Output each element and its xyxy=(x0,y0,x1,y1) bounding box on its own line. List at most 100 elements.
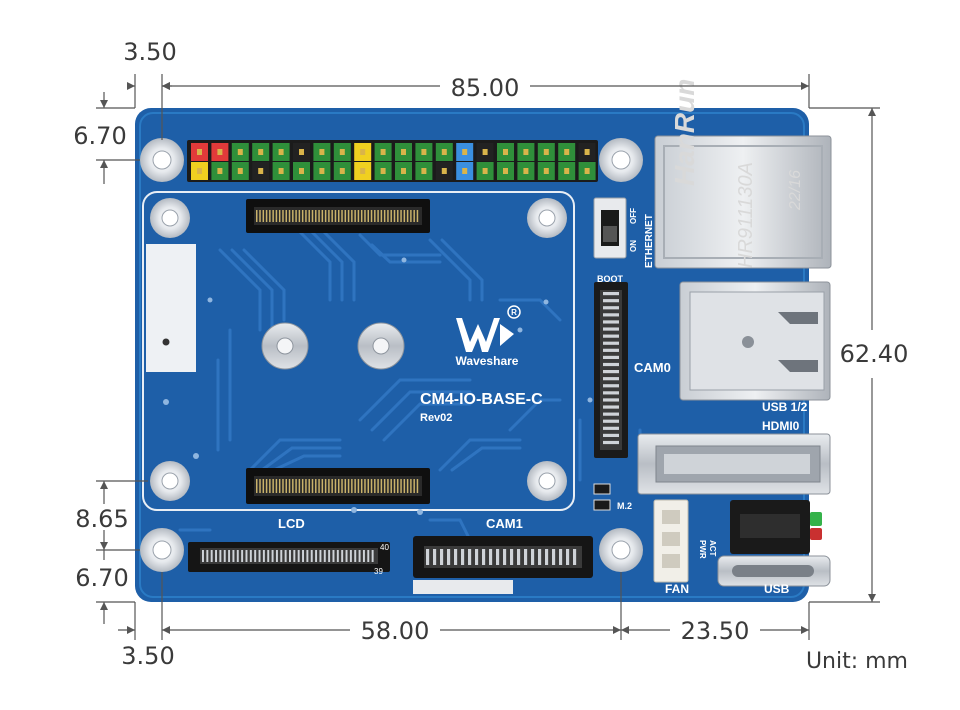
connector-pin xyxy=(338,479,340,493)
connector-pin xyxy=(306,550,309,562)
connector-pin xyxy=(349,550,352,562)
connector-pin xyxy=(475,549,479,565)
connector-pin xyxy=(302,550,305,562)
connector-pin xyxy=(397,479,399,493)
connector-pin xyxy=(202,550,204,562)
connector-pin xyxy=(354,479,356,493)
gpio-pin-tip xyxy=(278,149,284,155)
connector-pin xyxy=(416,479,419,493)
dim-board-height: 62.40 xyxy=(840,340,909,368)
connector-pin xyxy=(331,210,333,222)
connector-pin xyxy=(262,479,265,493)
connector-pin xyxy=(354,210,356,222)
mounting-hole-top-right xyxy=(599,138,643,182)
connector-pin xyxy=(285,210,287,222)
connector-pin xyxy=(319,550,322,562)
cam1-connector xyxy=(413,536,593,578)
logo-text: Waveshare xyxy=(456,354,519,368)
connector-pin xyxy=(482,549,486,565)
connector-pin xyxy=(219,550,222,562)
connector-pin xyxy=(603,313,619,317)
connector-pin xyxy=(603,426,619,430)
gpio-pin-tip xyxy=(278,168,284,174)
connector-pin xyxy=(403,210,406,222)
connector-pin xyxy=(321,479,324,493)
connector-pin xyxy=(347,479,350,493)
connector-pin xyxy=(334,479,337,493)
connector-pin xyxy=(362,550,365,562)
dim-bottom-hole-spacing: 58.00 xyxy=(361,617,430,645)
mounting-holes xyxy=(140,138,643,572)
connector-pin xyxy=(298,210,301,222)
connector-pin xyxy=(390,210,392,222)
connector-pin xyxy=(228,550,231,562)
connector-pin xyxy=(410,210,412,222)
gpio-pin-tip xyxy=(462,168,468,174)
cam0-label: CAM0 xyxy=(634,360,671,375)
gpio-pin-tip xyxy=(564,149,570,155)
connector-pin xyxy=(603,362,619,367)
connector-pin xyxy=(351,479,353,493)
boot-label: BOOT xyxy=(597,274,624,284)
connector-pin xyxy=(374,479,376,493)
cam0-connector xyxy=(594,282,628,458)
switch-off-label: OFF xyxy=(629,208,638,224)
board-revision: Rev02 xyxy=(420,412,452,424)
board-model: CM4-IO-BASE-C xyxy=(420,391,543,408)
connector-pin xyxy=(454,549,458,565)
connector-pin xyxy=(318,479,320,493)
cm4-hole-top-left xyxy=(150,198,190,238)
mounting-hole-bottom-left xyxy=(140,528,184,572)
connector-pin xyxy=(538,549,542,565)
connector-pin xyxy=(603,355,619,360)
dim-bottom-left-offset: 3.50 xyxy=(121,642,174,670)
connector-pin xyxy=(416,210,419,222)
connector-pin xyxy=(387,479,389,493)
pcb-traces xyxy=(178,230,642,542)
connector-pin xyxy=(341,210,343,222)
connector-pin xyxy=(433,549,437,565)
connector-pin xyxy=(341,550,344,562)
gpio-pin-tip xyxy=(237,168,243,174)
connector-pin xyxy=(468,549,472,565)
gpio-pin-tip xyxy=(319,168,325,174)
standoff-right xyxy=(357,322,405,370)
connector-pin xyxy=(367,210,369,222)
connector-pin xyxy=(278,210,281,222)
connector-pin xyxy=(292,479,294,493)
connector-pin xyxy=(275,550,278,562)
cam1-stiffener xyxy=(413,580,513,594)
connector-pin xyxy=(380,210,383,222)
connector-pin xyxy=(284,550,287,562)
connector-pin xyxy=(461,549,465,565)
connector-pin xyxy=(267,550,270,562)
connector-pin xyxy=(503,549,507,565)
connector-pin xyxy=(232,550,235,562)
connector-pin xyxy=(282,210,284,222)
connector-pin xyxy=(374,210,376,222)
gpio-pin-tip xyxy=(197,149,202,155)
connector-pin xyxy=(265,210,268,222)
gpio-pin-tip xyxy=(299,168,304,174)
connector-pin xyxy=(406,479,409,493)
connector-pin xyxy=(496,549,500,565)
cm4-outline xyxy=(142,191,575,511)
rj45-brand: HanRun xyxy=(669,79,700,186)
connector-pin xyxy=(603,391,619,395)
connector-pin xyxy=(311,479,314,493)
connector-pin xyxy=(603,320,619,324)
connector-pin xyxy=(426,549,430,565)
connector-pin xyxy=(345,550,348,562)
connector-pin xyxy=(265,479,268,493)
connector-pin xyxy=(390,479,392,493)
gpio-pin-tip xyxy=(421,149,427,155)
act-led xyxy=(810,512,822,526)
connector-pin xyxy=(603,440,619,445)
connector-pin xyxy=(301,210,304,222)
connector-pin xyxy=(364,479,366,493)
connector-pin xyxy=(256,479,258,493)
usb-dual-port xyxy=(679,281,831,401)
connector-pin xyxy=(397,210,399,222)
rj45-date: 22/16 xyxy=(787,170,804,211)
connector-pin xyxy=(603,306,619,310)
